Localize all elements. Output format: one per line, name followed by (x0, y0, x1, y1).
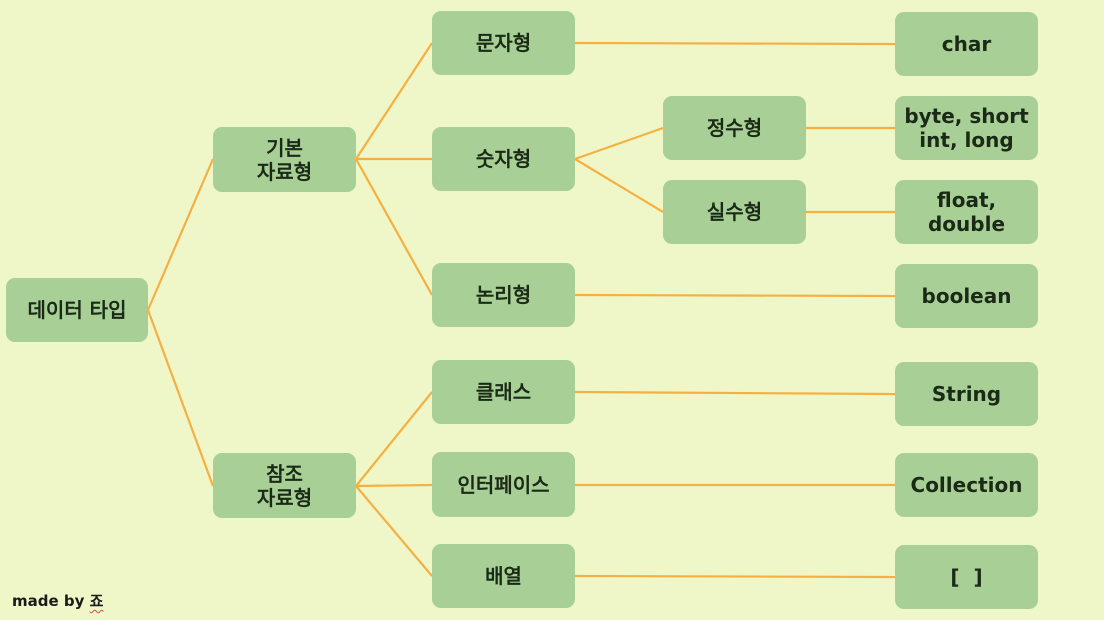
node-numeric-type: 숫자형 (432, 127, 575, 191)
node-char-type: 문자형 (432, 11, 575, 75)
node-class-type: 클래스 (432, 360, 575, 424)
node-collection: Collection (895, 453, 1038, 517)
node-integers: byte, short int, long (895, 96, 1038, 160)
node-floats: float, double (895, 180, 1038, 244)
edge-reference-array (355, 485, 433, 577)
edge-boolean-boolean (574, 293, 896, 298)
edge-reference-interface (355, 483, 433, 488)
author-credit: made by 죠 (12, 590, 103, 611)
edge-char-char (574, 41, 896, 46)
credit-prefix: made by (12, 592, 90, 610)
edge-root-primitive (146, 158, 215, 311)
node-reference-type: 참조 자료형 (213, 453, 356, 518)
node-integer-type: 정수형 (663, 96, 806, 160)
node-primitive-type: 기본 자료형 (213, 127, 356, 192)
edge-numeric-float (574, 158, 664, 213)
node-interface-type: 인터페이스 (432, 452, 575, 517)
node-char: char (895, 12, 1038, 76)
node-array-type: 배열 (432, 544, 575, 608)
edge-reference-class (355, 391, 433, 487)
node-boolean-type: 논리형 (432, 263, 575, 327)
edge-numeric-integer (574, 126, 664, 161)
edge-array-array (574, 574, 896, 579)
node-float-type: 실수형 (663, 180, 806, 244)
edge-root-reference (146, 309, 215, 487)
edge-class-string (574, 390, 896, 396)
node-data-type-root: 데이터 타입 (6, 278, 148, 342)
edge-primitive-char (355, 42, 433, 160)
node-boolean: boolean (895, 264, 1038, 328)
credit-signature: 죠 (89, 592, 104, 610)
edge-primitive-boolean (355, 158, 433, 296)
node-array: [ ] (895, 545, 1038, 609)
node-string: String (895, 362, 1038, 426)
